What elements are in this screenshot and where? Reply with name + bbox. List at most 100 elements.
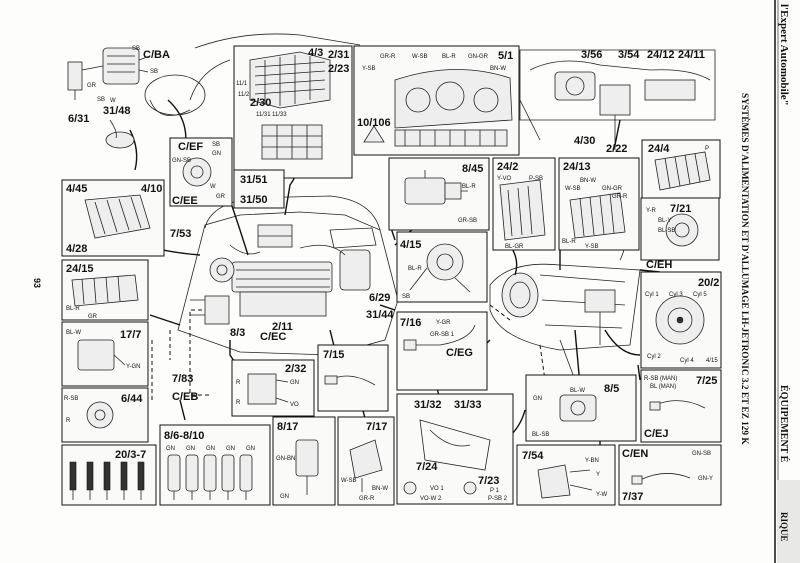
label-177: 17/7 bbox=[120, 329, 141, 341]
component-716: 7/16 Y-GR GR-SB 1 C/EG bbox=[396, 311, 488, 391]
label-cee: C/EE bbox=[172, 195, 198, 207]
label-bl-r: BL-R bbox=[562, 239, 576, 245]
label-43: 4/3 bbox=[308, 47, 323, 59]
label-3148: 31/48 bbox=[103, 105, 131, 117]
label-223: 2/23 bbox=[328, 63, 349, 75]
label-gr-r: GR-R bbox=[612, 194, 628, 200]
label-354: 3/54 bbox=[618, 49, 640, 61]
label-415-small: 4/15 bbox=[706, 358, 718, 364]
component-2415: 24/15 BL-R GR bbox=[61, 259, 149, 321]
component-715: 7/15 bbox=[317, 344, 389, 412]
label-w-sb: W-SB bbox=[341, 478, 357, 484]
component-43-fusebox: 4/3 2/31 2/23 11/1 11/2 2/30 11/31 11/33 bbox=[233, 45, 353, 179]
component-cef: C/EF SB GN GN-SB W GR C/EE bbox=[169, 137, 233, 207]
label-y-sb: Y-SB bbox=[362, 66, 375, 72]
label-y-sb: Y-SB bbox=[585, 244, 598, 250]
label-gn-sb: GN-SB bbox=[172, 158, 191, 164]
label-bl-r: BL-R bbox=[462, 184, 476, 190]
label-vo1: VO 1 bbox=[430, 486, 444, 492]
label-gn: GN bbox=[246, 446, 255, 452]
label-w-sb: W-SB bbox=[412, 54, 428, 60]
label-717: 7/17 bbox=[366, 421, 387, 433]
label-vo-w2: VO-W 2 bbox=[420, 496, 442, 502]
label-bl-w: BL-W bbox=[570, 388, 585, 394]
label-gn-gr: GN-GR bbox=[602, 186, 623, 192]
label-gr-r: GR-R bbox=[380, 54, 396, 60]
label-2411: 24/11 bbox=[678, 49, 705, 61]
component-232: 2/32 R R GN VO bbox=[231, 359, 315, 417]
label-222: 2/22 bbox=[606, 143, 627, 155]
label-bn-w: BN-W bbox=[580, 178, 596, 184]
label-723: 7/23 bbox=[478, 475, 499, 487]
label-356: 3/56 bbox=[581, 49, 602, 61]
label-cec: C/EC bbox=[260, 331, 286, 343]
label-r-sb: R-SB bbox=[64, 396, 78, 402]
label-51: 5/1 bbox=[498, 50, 513, 62]
label-gr: GR bbox=[216, 194, 226, 200]
label-244: 24/4 bbox=[648, 143, 670, 155]
component-717: 7/17 W-SB BN-W GR-R bbox=[337, 416, 395, 506]
label-1133: 11/33 bbox=[272, 112, 287, 118]
component-644: 6/44 R-SB R bbox=[61, 387, 149, 443]
label-3133: 31/33 bbox=[454, 399, 482, 411]
label-783: 7/83 bbox=[172, 373, 193, 385]
label-cyl2: Cyl 2 bbox=[647, 354, 661, 360]
page-number: 93 bbox=[32, 278, 42, 288]
label-sb: SB bbox=[132, 46, 140, 52]
label-716: 7/16 bbox=[400, 317, 421, 329]
label-112: 11/2 bbox=[238, 92, 250, 98]
label-754: 7/54 bbox=[522, 450, 544, 462]
component-445: 4/45 4/10 4/28 bbox=[61, 179, 165, 257]
label-bl-sb: BL-SB bbox=[532, 432, 549, 438]
component-3151: 31/51 31/50 bbox=[233, 169, 285, 209]
label-sb: SB bbox=[212, 142, 220, 148]
component-86810: 8/6-8/10 GN GN GN GN GN bbox=[159, 424, 271, 506]
label-cyl3: Cyl 3 bbox=[669, 292, 683, 298]
label-cej: C/EJ bbox=[644, 428, 668, 440]
label-sb: SB bbox=[402, 294, 410, 300]
label-211: 2/11 bbox=[272, 321, 293, 333]
label-428: 4/28 bbox=[66, 243, 87, 255]
label-p-sb2: P-SB 2 bbox=[488, 496, 508, 502]
label-3150: 31/50 bbox=[240, 194, 268, 206]
label-w: W bbox=[110, 98, 116, 104]
label-bl-gr: BL-GR bbox=[505, 244, 524, 250]
label-3144: 31/44 bbox=[366, 309, 394, 321]
label-ceb: C/EB bbox=[172, 391, 198, 403]
label-bl-man: BL (MAN) bbox=[650, 384, 676, 390]
label-111: 11/1 bbox=[236, 81, 248, 87]
label-gr: GR bbox=[88, 314, 98, 320]
label-gn: GN bbox=[533, 396, 542, 402]
label-p-sb: P-SB bbox=[529, 176, 543, 182]
label-cba: C/BA bbox=[143, 49, 170, 61]
header-side: l'Expert Automobile" bbox=[778, 4, 790, 106]
label-3151: 31/51 bbox=[240, 174, 268, 186]
label-sb: SB bbox=[150, 69, 158, 75]
component-2413: 24/13 BN-W W-SB GN-GR GR-R BL-R Y-SB bbox=[558, 157, 640, 251]
component-85: 8/5 BL-W GN BL-SB bbox=[525, 374, 637, 442]
top-right-labels: 3/56 3/54 24/12 24/11 4/30 2/22 bbox=[574, 49, 705, 155]
label-gn: GN bbox=[280, 494, 289, 500]
label-vo: VO bbox=[290, 402, 299, 408]
injector-group bbox=[167, 454, 253, 500]
label-629: 6/29 bbox=[369, 292, 390, 304]
label-bl-r: BL-R bbox=[66, 306, 80, 312]
component-415: 4/15 BL-R SB bbox=[396, 231, 488, 303]
label-ceh: C/EH bbox=[646, 259, 672, 271]
component-177: 17/7 BL-W Y-GN bbox=[61, 321, 149, 387]
label-gn-gr: GN-GR bbox=[468, 54, 489, 60]
component-242: 24/2 Y-VO P-SB BL-GR bbox=[492, 157, 556, 251]
label-y-bn: Y-BN bbox=[585, 458, 599, 464]
label-cyl4: Cyl 4 bbox=[680, 358, 694, 364]
label-230: 2/30 bbox=[250, 97, 271, 109]
component-202: 20/2 Cyl 1 Cyl 3 Cyl 5 Cyl 2 Cyl 4 4/15 bbox=[640, 271, 722, 369]
label-430: 4/30 bbox=[574, 135, 595, 147]
component-754: 7/54 Y-BN Y Y-W bbox=[516, 444, 616, 506]
label-cen: C/EN bbox=[622, 448, 648, 460]
label-r-sb-man: R-SB (MAN) bbox=[644, 376, 677, 382]
label-gr-r: GR-R bbox=[359, 496, 375, 502]
label-bl-r: BL-R bbox=[408, 266, 422, 272]
component-3132: 31/32 31/33 7/24 7/23 VO 1 VO-W 2 P 1 P-… bbox=[396, 393, 514, 505]
